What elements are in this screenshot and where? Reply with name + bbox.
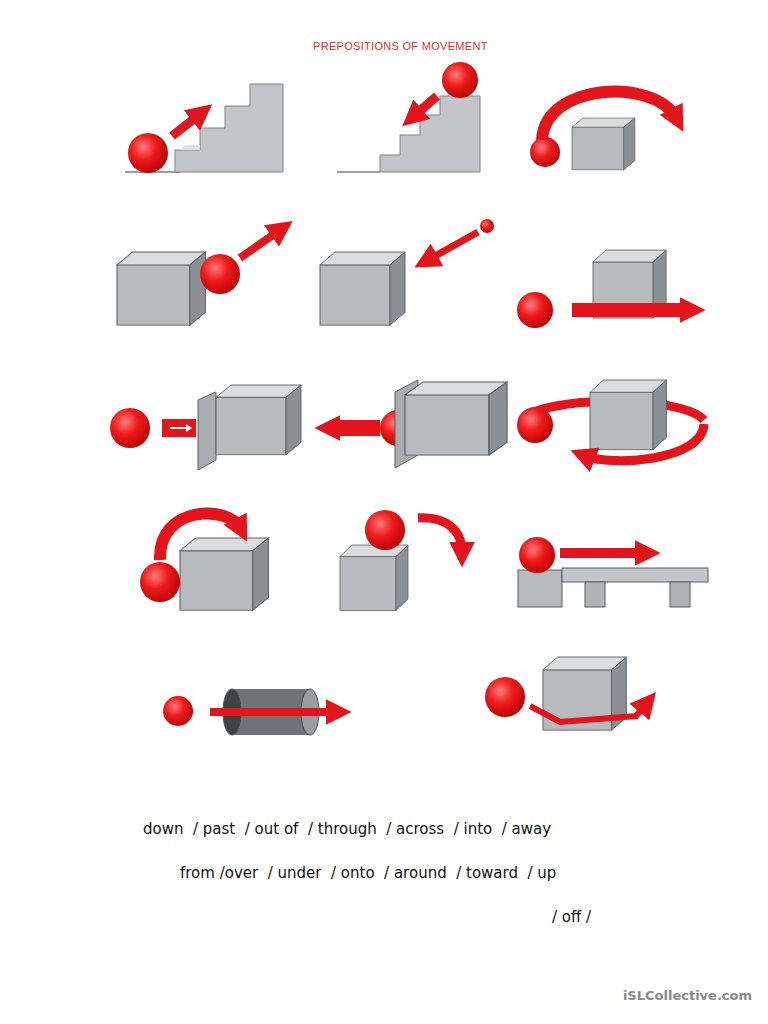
- across-picture: [518, 537, 708, 607]
- up-picture: [125, 84, 283, 173]
- onto-picture: [140, 513, 268, 610]
- past-picture: [517, 250, 690, 328]
- out-of-picture: [330, 380, 507, 468]
- watermark: iSLCollective.com: [623, 988, 752, 1003]
- into-picture: [110, 385, 301, 470]
- around-picture: [517, 380, 704, 461]
- word-list: from /over / under / onto / around / tow…: [180, 864, 556, 882]
- through-picture: [163, 689, 336, 735]
- down-picture: [337, 62, 480, 172]
- under-picture: [485, 657, 646, 730]
- over-picture: [530, 92, 676, 170]
- word-list: down / past / out of / through / across …: [143, 820, 551, 838]
- off-picture: [340, 510, 462, 610]
- word-list: / off /: [552, 908, 591, 926]
- toward-picture: [320, 219, 494, 325]
- away-picture: [117, 230, 280, 325]
- page-title: PREPOSITIONS OF MOVEMENT: [313, 40, 488, 52]
